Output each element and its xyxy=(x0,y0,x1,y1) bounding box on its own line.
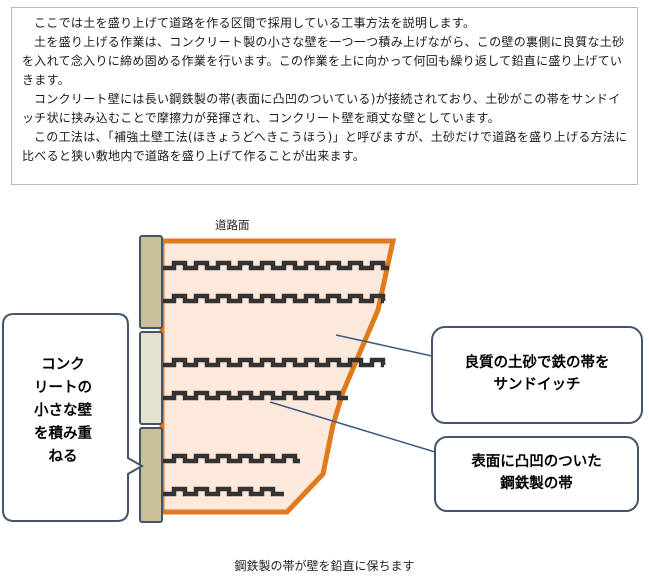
steel-strip-6 xyxy=(163,486,284,497)
soil-leader-line xyxy=(335,334,433,357)
description-paragraph-4: この工法は、「補強土壁工法(ほきょうどへきこうほう)」と呼びますが、土砂だけで道… xyxy=(22,130,628,163)
road-surface-label: 道路面 xyxy=(215,218,250,232)
left-callout-line-5: ねる xyxy=(48,449,78,465)
soil-callout-text: 良質の土砂で鉄の帯を サンドイッチ xyxy=(432,352,642,396)
description-paragraph-3: コンクリート壁には長い鋼鉄製の帯(表面に凸凹のついている)が接続されており、土砂… xyxy=(22,92,621,125)
steel-strip-1 xyxy=(163,260,389,271)
strip-callout-bubble xyxy=(434,436,639,512)
soil-callout-line-1: 良質の土砂で鉄の帯を xyxy=(464,355,610,371)
description-box: ここでは土を盛り上げて道路を作る区間で採用している工事方法を説明します。 土を盛… xyxy=(11,7,638,185)
steel-strip-4 xyxy=(163,390,348,401)
steel-strip-2 xyxy=(163,293,386,304)
steel-strip-5 xyxy=(163,453,300,464)
strip-callout-line-1: 表面に凸凹のついた xyxy=(471,454,602,470)
wall-panel-top xyxy=(139,235,163,329)
description-paragraph-2: 土を盛り上げる作業は、コンクリート製の小さな壁を一つ一つ積み上げながら、この壁の… xyxy=(22,35,625,87)
steel-strips xyxy=(163,260,389,497)
left-callout-line-1: コンク xyxy=(41,357,85,373)
soil-fill-area xyxy=(159,238,397,515)
wall-panel-bottom xyxy=(139,427,163,523)
strip-callout-line-2: 鋼鉄製の帯 xyxy=(500,476,573,492)
left-callout-text: コンク リートの 小さな壁 を積み重 ねる xyxy=(8,354,118,469)
steel-strip-3 xyxy=(163,357,386,368)
concrete-wall xyxy=(139,235,163,523)
description-paragraph-1: ここでは土を盛り上げて道路を作る区間で採用している工事方法を説明します。 xyxy=(34,16,476,30)
strip-leader-line xyxy=(269,401,436,453)
left-callout-line-4: を積み重 xyxy=(34,426,92,442)
diagram-caption: 鋼鉄製の帯が壁を鉛直に保ちます xyxy=(234,559,415,573)
wall-panel-middle xyxy=(139,331,163,425)
left-callout-line-3: 小さな壁 xyxy=(34,403,92,419)
soil-callout-line-2: サンドイッチ xyxy=(493,377,581,393)
left-callout-bubble xyxy=(2,313,145,522)
soil-callout-bubble xyxy=(431,326,643,424)
left-callout-line-2: リートの xyxy=(34,380,92,396)
strip-callout-text: 表面に凸凹のついた 鋼鉄製の帯 xyxy=(435,451,638,495)
